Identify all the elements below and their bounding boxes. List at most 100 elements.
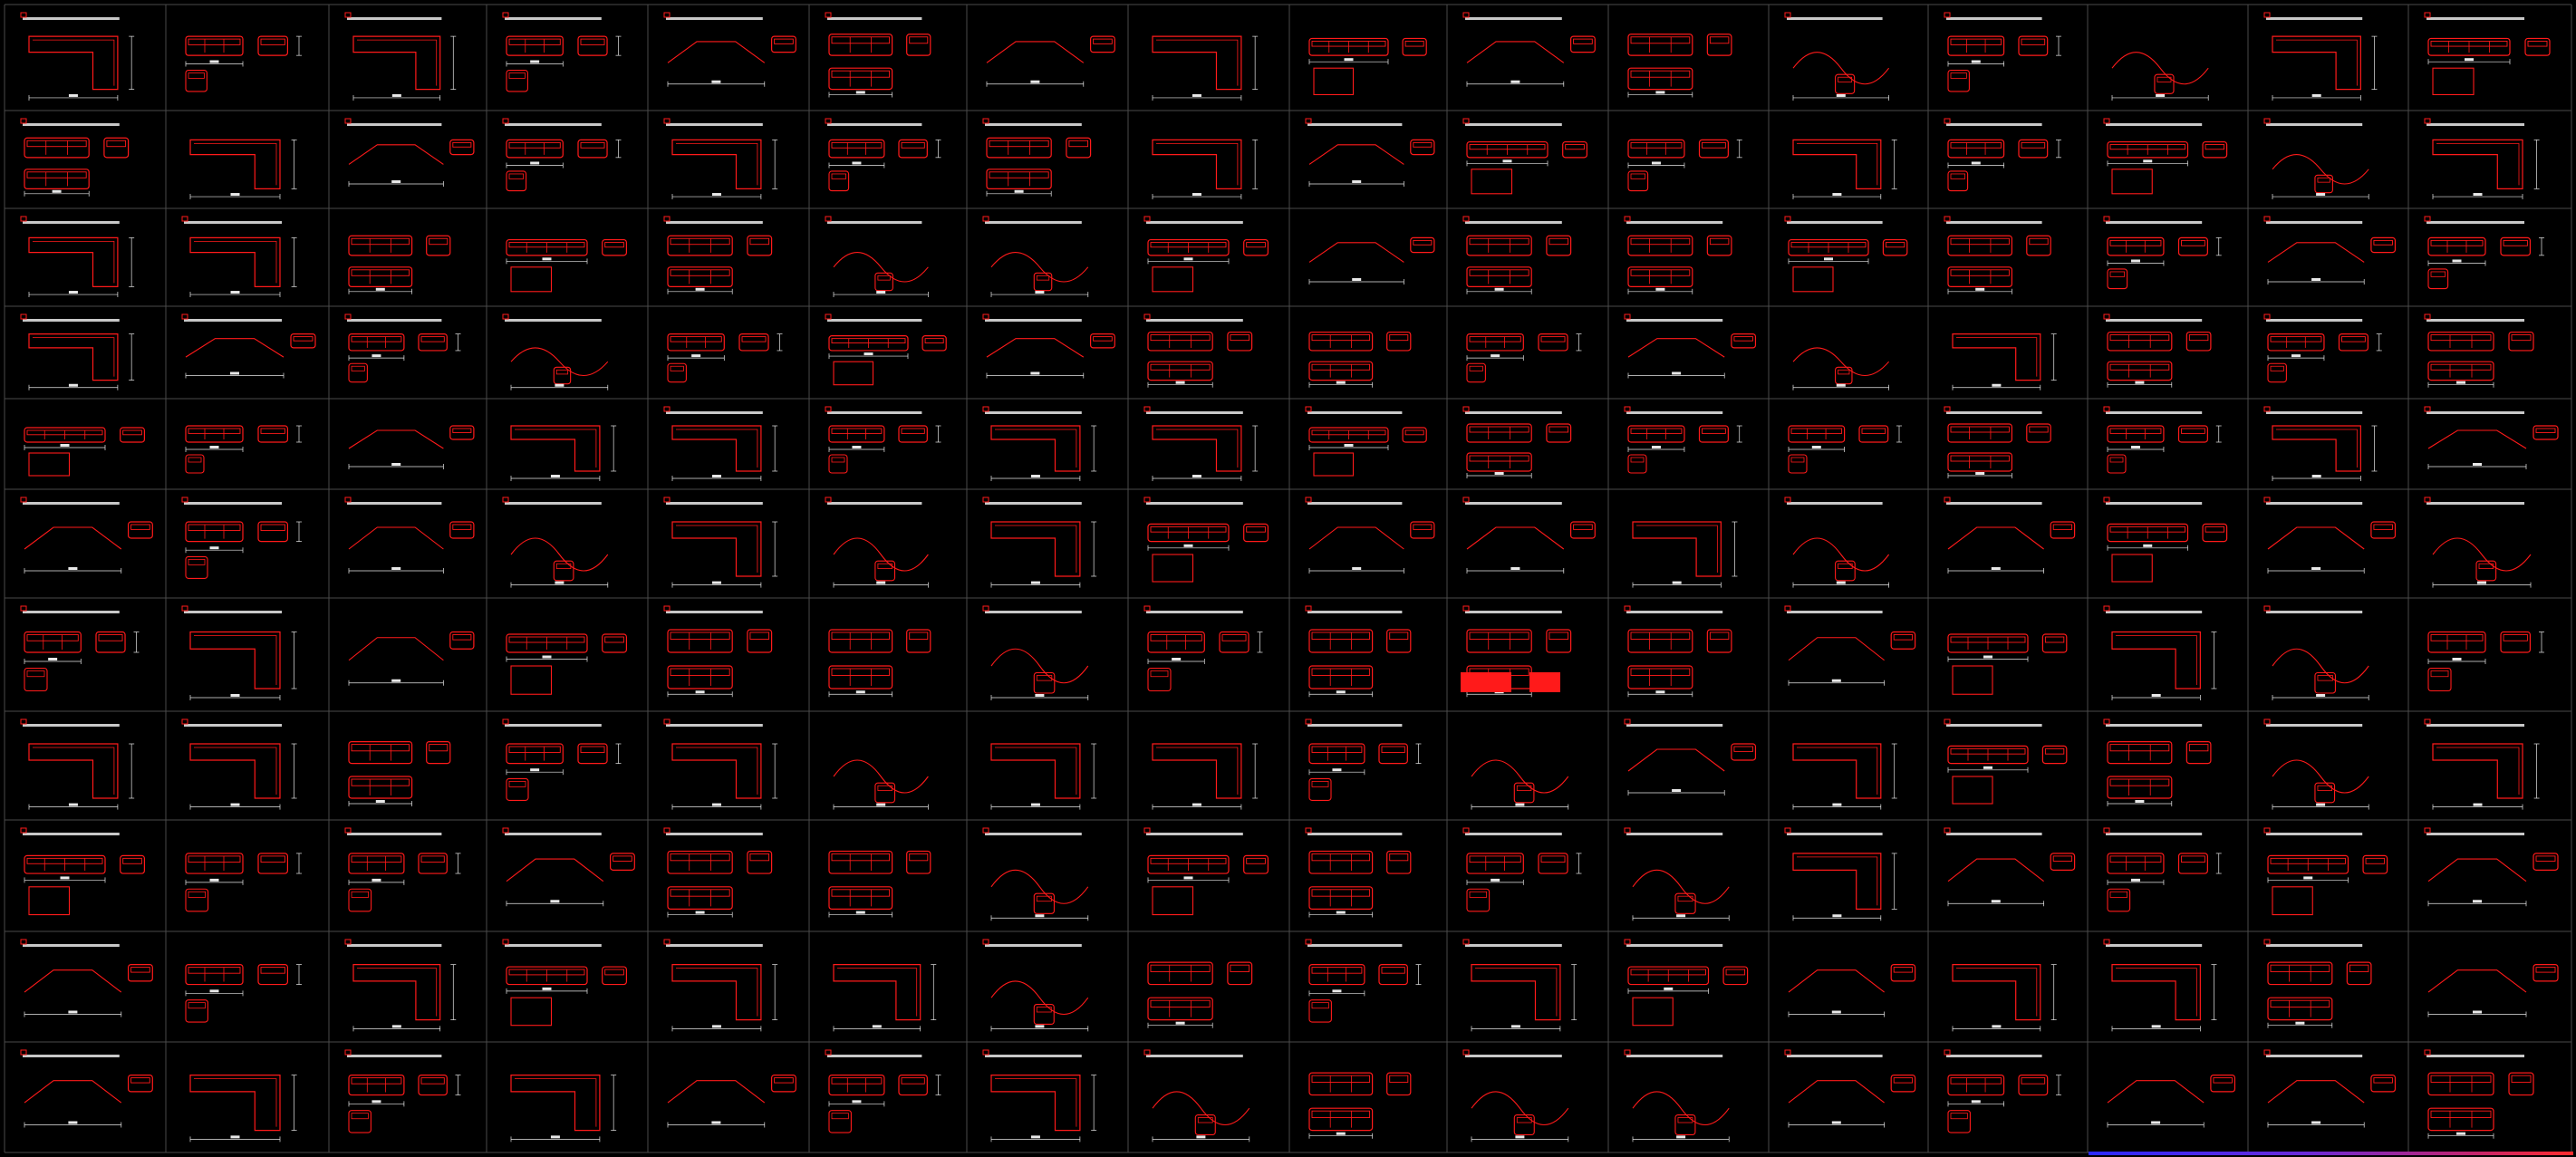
l-sectional-outline [1152,743,1242,799]
sofa-backrest [1565,144,1585,150]
sofa-outline [577,139,608,159]
block-marker [1305,718,1312,725]
sofa-backrest [831,428,883,434]
block-marker [2103,605,2110,612]
dimension-label-mark [375,800,385,803]
curved-sofa [1471,1091,1569,1125]
sofa-outline [2427,631,2486,653]
l-sectional-back [2276,429,2358,468]
dimension-label-mark [1975,472,1985,475]
chair-outline [553,366,572,385]
block-marker [2424,118,2431,124]
chair-outline [1674,892,1696,914]
dimension-label-mark [1991,900,2001,903]
sofa-outline [2177,425,2208,443]
sofa-block-cell [825,12,931,98]
title-bar [184,611,282,613]
title-bar [1146,221,1243,224]
sofa-backrest [293,336,314,342]
sofa-outline [24,427,106,443]
title-bar [827,502,922,505]
sofa-backrest [1950,38,2002,45]
sofa-backrest [1630,632,1691,640]
dimension-label-mark [1975,287,1985,291]
sofa-backrest [831,853,891,862]
dimension-label-mark [2135,381,2145,384]
chair-outline [506,777,529,801]
dimension-label-mark [2151,1121,2161,1124]
chair-back [1630,457,1645,463]
dimension-label-mark [1175,381,1185,384]
l-sectional-back [1156,143,1239,186]
sofa-backrest [2270,999,2330,1008]
sofa-block-cell [2263,12,2378,101]
sofa-outline [1386,629,1412,653]
dimension-label-mark [1035,1025,1045,1028]
sofa-backrest [1573,524,1593,530]
title-bar [2266,724,2363,727]
l-sectional-outline [671,139,762,189]
sofa-backrest [1885,242,1905,248]
curved-sofa [1792,52,1890,85]
chair-outline [1033,892,1055,914]
sofa-block-cell [2263,406,2378,481]
dimension-label-mark [855,690,865,694]
title-bar [1307,833,1403,835]
sofa-outline [185,521,244,543]
sofa-outline [2508,331,2534,352]
sofa-block-cell [20,12,135,101]
title-bar [2106,502,2203,505]
chair-back [1950,1113,1968,1120]
sofa-outline [1882,238,1908,256]
sofa-backrest [1630,70,1691,78]
title-bar [1307,411,1403,414]
block-marker [1143,827,1151,834]
chair-outline [185,555,208,579]
table-outline [2432,67,2475,95]
title-bar [23,502,120,505]
sofa-outline [1858,425,1889,443]
curved-sofa [833,252,929,283]
block-marker [20,313,27,320]
dimension-label-mark [230,193,240,197]
sofa-outline [1538,853,1568,874]
chair-back [351,365,365,371]
title-bar [347,944,442,947]
block-marker [1944,827,1951,834]
block-marker [825,497,832,503]
block-marker [2263,497,2271,503]
sofa-block-cell [2103,718,2212,806]
title-bar [1946,833,2042,835]
block-marker [663,939,671,945]
dimension-label-mark [1344,444,1354,447]
sofa-backrest [1246,857,1266,864]
chair-outline [1513,782,1535,804]
sofa-outline [348,1074,405,1096]
dimension-label-mark [2316,694,2326,697]
title-bar [1787,1055,1883,1057]
angled-sectional [667,1080,766,1104]
sofa-outline [290,333,316,349]
sofa-backrest [1469,855,1521,863]
sofa-block-cell [1792,347,1890,390]
dimension-label-mark [2473,463,2482,466]
sofa-block-cell [1788,963,1916,1017]
l-sectional-outline [1632,521,1722,577]
sofa-outline [1402,37,1427,56]
sofa-outline [828,67,893,91]
sofa-block-cell [828,850,931,918]
sofa-block-cell [502,313,609,390]
sofa-outline [1378,963,1408,986]
sofa-outline [906,629,931,653]
sofa-outline [348,740,413,765]
sofa-block-cell [1944,406,2051,478]
sofa-backrest [831,141,883,149]
l-sectional-back [194,635,277,685]
sofa-block-cell [982,118,1092,197]
block-marker [825,12,832,18]
angled-sectional [1308,144,1404,165]
sofa-block-cell [1305,718,1422,801]
block-marker [2103,939,2110,945]
sofa-outline [2508,1072,2534,1096]
dimension-label-mark [1332,768,1342,772]
